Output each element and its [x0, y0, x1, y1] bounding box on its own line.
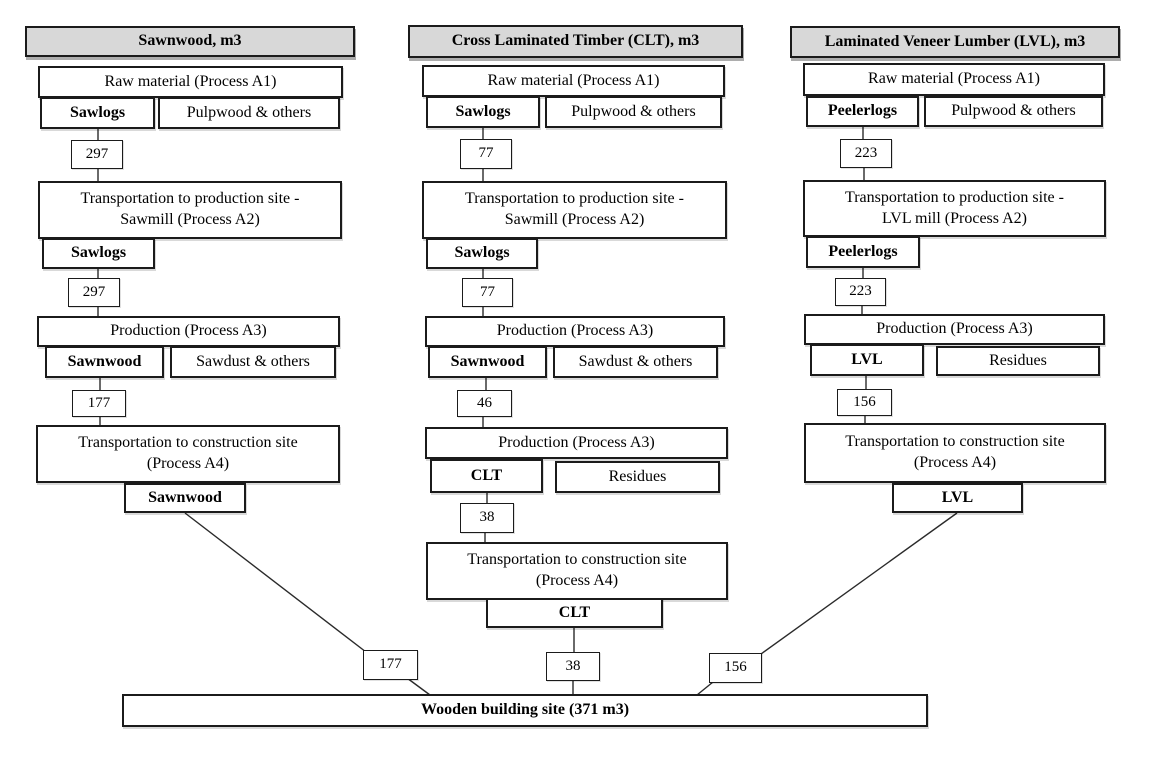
output-box-sawdust: Sawdust & others	[170, 346, 336, 378]
box-title-line: Transportation to production site -	[80, 190, 300, 208]
flow-value-box: 223	[840, 139, 892, 168]
flow-value-box: 156	[709, 653, 762, 683]
box-title: Transportation to construction site (Pro…	[845, 432, 1064, 474]
output-box-residues: Residues	[555, 461, 720, 493]
output-box-residues: Residues	[936, 346, 1100, 376]
flow-value-box: 77	[462, 278, 513, 307]
column-header-clt: Cross Laminated Timber (CLT), m3	[408, 25, 743, 58]
output-box-clt: CLT	[486, 598, 663, 628]
box-title: Transportation to construction site (Pro…	[467, 550, 686, 592]
flow-value-box: 77	[460, 139, 512, 169]
output-box-sawdust: Sawdust & others	[553, 346, 718, 378]
output-box-pulpwood: Pulpwood & others	[545, 96, 722, 128]
box-title: Transportation to construction site (Pro…	[78, 433, 297, 475]
production-a3-box: Production (Process A3)	[804, 314, 1105, 345]
flow-value-box: 46	[457, 390, 512, 417]
flow-value-box: 177	[72, 390, 126, 417]
box-title-line: LVL mill (Process A2)	[881, 209, 1027, 227]
production-a3-box: Production (Process A3)	[425, 427, 728, 459]
raw-material-a1-box: Raw material (Process A1)	[38, 66, 343, 98]
raw-material-a1-box: Raw material (Process A1)	[422, 65, 725, 97]
box-title-line: (Process A4)	[146, 455, 230, 472]
output-box-sawnwood: Sawnwood	[45, 346, 164, 378]
production-a3-box: Production (Process A3)	[425, 316, 725, 347]
box-title-line: Sawmill (Process A2)	[504, 211, 645, 228]
transport-production-a2-box: Transportation to production site - Sawm…	[38, 181, 342, 239]
flow-value-box: 297	[71, 140, 123, 169]
output-box-sawlogs: Sawlogs	[40, 97, 155, 129]
output-box-sawnwood: Sawnwood	[428, 346, 547, 378]
raw-material-a1-box: Raw material (Process A1)	[803, 63, 1105, 96]
transport-production-a2-box: Transportation to production site - LVL …	[803, 180, 1106, 237]
wooden-building-site-box: Wooden building site (371 m3)	[122, 694, 928, 727]
flow-value-box: 156	[837, 389, 892, 416]
box-title-line: (Process A4)	[913, 454, 997, 471]
flow-value-box: 177	[363, 650, 418, 680]
transport-production-a2-box: Transportation to production site - Sawm…	[422, 181, 727, 239]
box-title: Transportation to production site - LVL …	[845, 188, 1064, 230]
box-title-line: Transportation to construction site	[845, 433, 1065, 451]
production-a3-box: Production (Process A3)	[37, 316, 340, 347]
flow-value-box: 297	[68, 278, 120, 307]
box-title-line: Transportation to construction site	[467, 551, 687, 569]
output-box-pulpwood: Pulpwood & others	[924, 96, 1103, 127]
box-title-line: Transportation to construction site	[78, 434, 298, 452]
column-header-lvl: Laminated Veneer Lumber (LVL), m3	[790, 26, 1120, 58]
column-header-sawnwood: Sawnwood, m3	[25, 26, 355, 57]
output-box-sawlogs: Sawlogs	[42, 238, 155, 269]
transport-construction-a4-box: Transportation to construction site (Pro…	[804, 423, 1106, 483]
box-title-line: Transportation to production site -	[465, 190, 684, 208]
output-box-sawnwood: Sawnwood	[124, 483, 246, 513]
box-title-line: (Process A4)	[535, 572, 619, 589]
output-box-lvl: LVL	[892, 483, 1023, 513]
flow-value-box: 223	[835, 278, 886, 306]
flow-value-box: 38	[460, 503, 514, 533]
transport-construction-a4-box: Transportation to construction site (Pro…	[36, 425, 340, 483]
output-box-sawlogs: Sawlogs	[426, 96, 540, 128]
box-title-line: Sawmill (Process A2)	[120, 211, 260, 228]
output-box-lvl: LVL	[810, 344, 924, 376]
box-title: Transportation to production site - Sawm…	[81, 189, 300, 231]
output-box-clt: CLT	[430, 459, 543, 493]
output-box-peelerlogs: Peelerlogs	[806, 96, 919, 127]
box-title-line: Transportation to production site -	[845, 188, 1064, 206]
flow-value-box: 38	[546, 652, 600, 681]
output-box-pulpwood: Pulpwood & others	[158, 97, 340, 129]
output-box-sawlogs: Sawlogs	[426, 238, 538, 269]
transport-construction-a4-box: Transportation to construction site (Pro…	[426, 542, 728, 600]
box-title: Transportation to production site - Sawm…	[465, 189, 684, 231]
output-box-peelerlogs: Peelerlogs	[806, 236, 920, 268]
